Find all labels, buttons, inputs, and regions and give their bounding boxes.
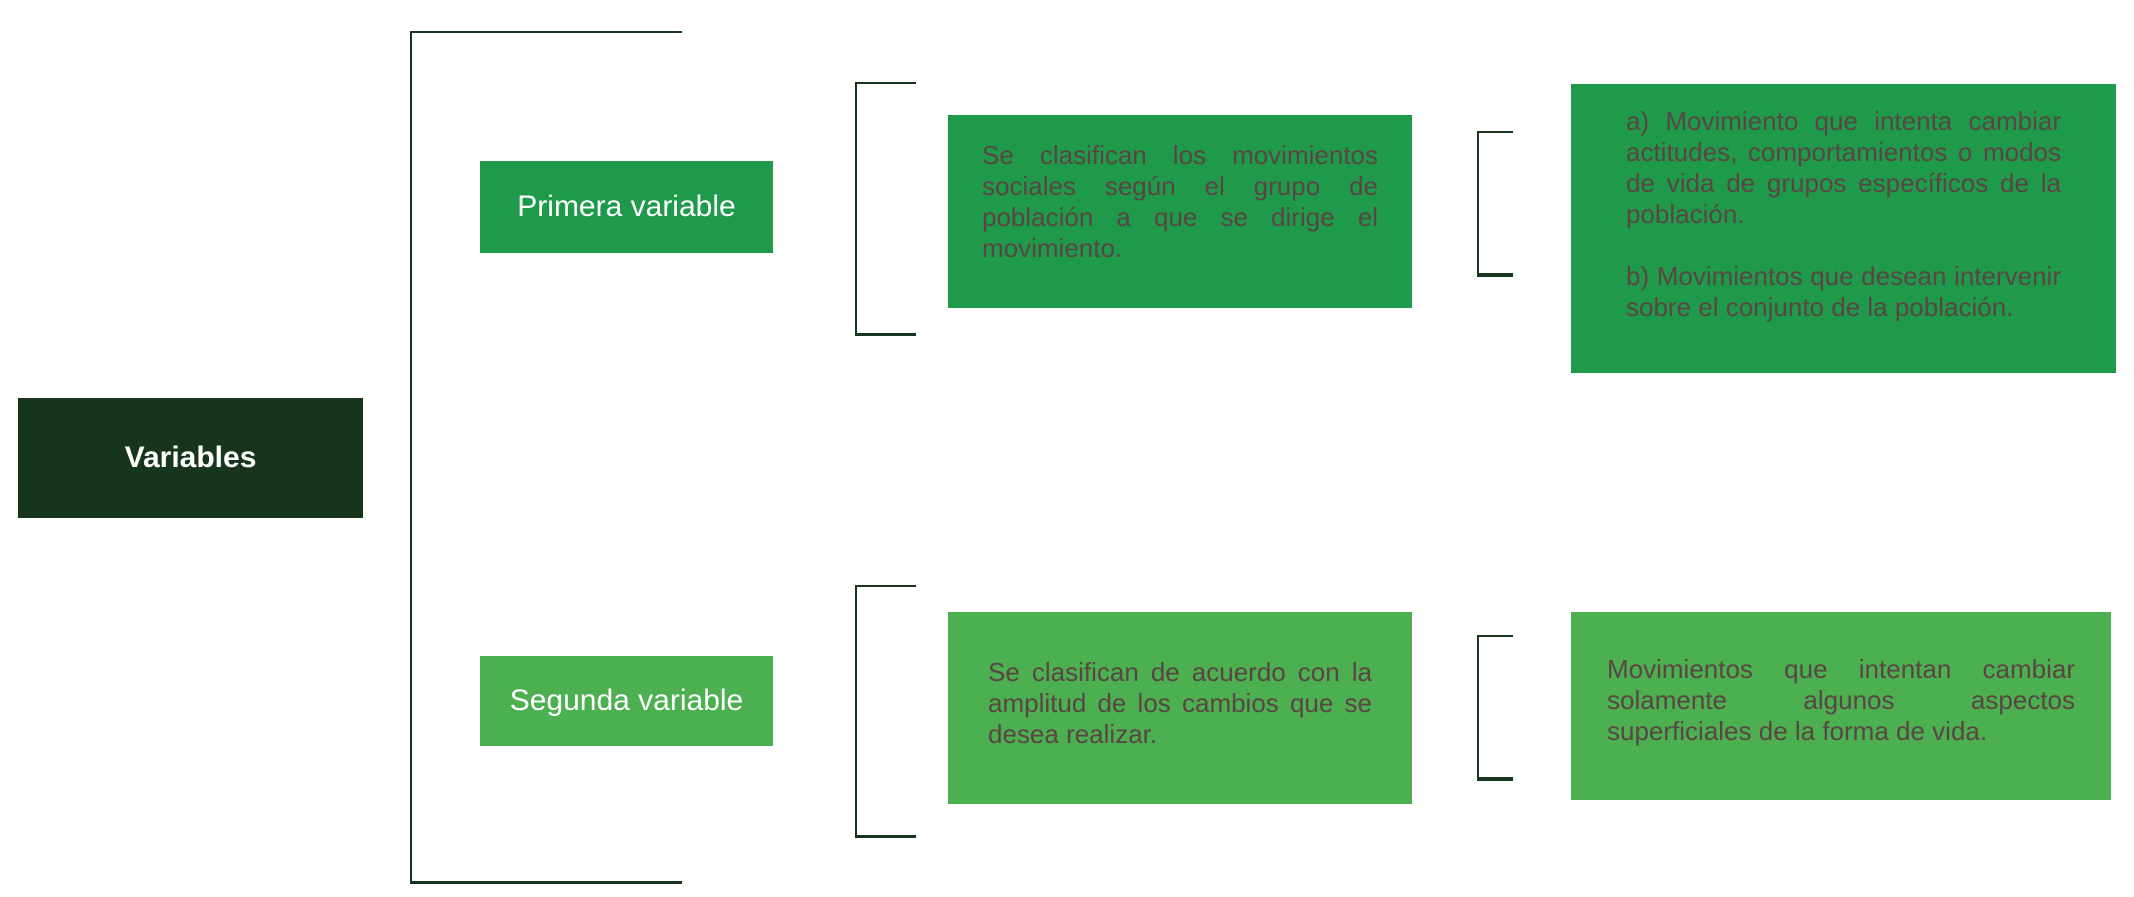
primera-detail-bracket-vertical-line — [1477, 131, 1479, 277]
segunda-description-bracket-bottom-arm — [855, 835, 916, 838]
primera-variable-label: Primera variable — [517, 190, 736, 223]
primera-description-bracket-vertical-line — [855, 82, 857, 336]
main-bracket-vertical-line — [410, 31, 412, 884]
variables-root-label: Variables — [124, 441, 257, 474]
segunda-description-bracket-top-arm — [855, 585, 916, 587]
segunda-detail-bracket-bottom-arm — [1477, 777, 1513, 781]
segunda-description-text: Se clasifican de acuerdo con la amplitud… — [988, 657, 1372, 749]
primera-description-box: Se clasifican los movimientos sociales s… — [948, 115, 1412, 308]
variables-root-box: Variables — [18, 398, 363, 518]
primera-detail-text-a: a) Movimiento que intenta cambiar actitu… — [1626, 106, 2061, 229]
primera-detail-text-b: b) Movimientos que desean intervenir sob… — [1626, 261, 2061, 322]
primera-detail-box: a) Movimiento que intenta cambiar actitu… — [1571, 84, 2116, 373]
main-bracket-top-arm — [410, 31, 682, 33]
primera-description-bracket-top-arm — [855, 82, 916, 84]
segunda-description-bracket-vertical-line — [855, 585, 857, 838]
segunda-detail-bracket-vertical-line — [1477, 635, 1479, 781]
primera-description-bracket-bottom-arm — [855, 333, 916, 336]
primera-variable-box: Primera variable — [480, 161, 773, 253]
primera-detail-bracket-top-arm — [1477, 131, 1513, 133]
main-bracket-bottom-arm — [410, 881, 682, 884]
segunda-detail-box: Movimientos que intentan cambiar solamen… — [1571, 612, 2111, 800]
segunda-detail-bracket-top-arm — [1477, 635, 1513, 637]
segunda-variable-box: Segunda variable — [480, 656, 773, 746]
primera-description-text: Se clasifican los movimientos sociales s… — [982, 140, 1378, 263]
segunda-description-box: Se clasifican de acuerdo con la amplitud… — [948, 612, 1412, 804]
segunda-detail-text: Movimientos que intentan cambiar solamen… — [1607, 654, 2075, 746]
primera-detail-bracket-bottom-arm — [1477, 273, 1513, 277]
segunda-variable-label: Segunda variable — [509, 684, 744, 717]
